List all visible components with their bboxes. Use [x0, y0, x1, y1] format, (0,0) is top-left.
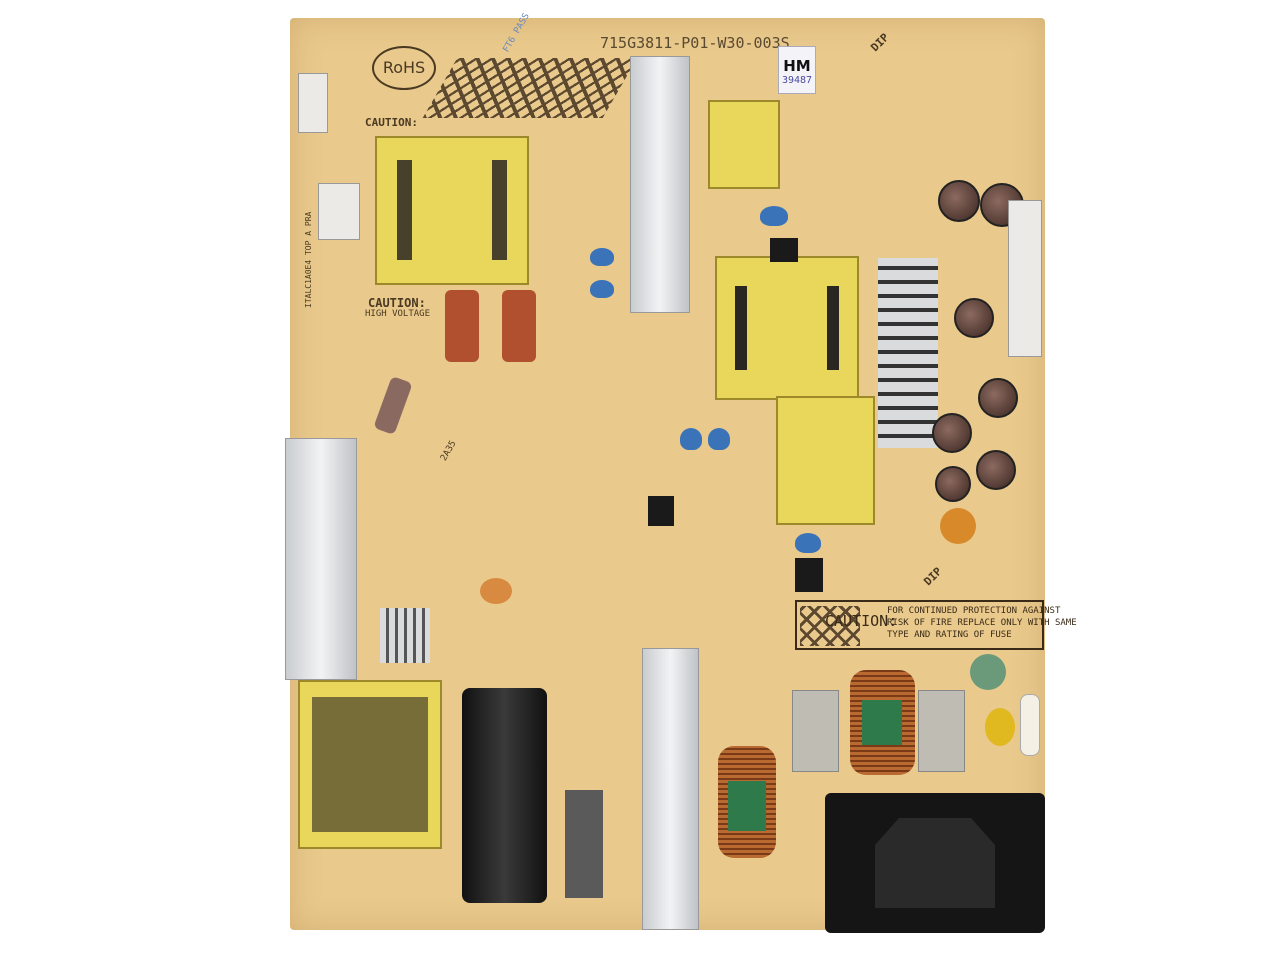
heatsink	[630, 56, 690, 313]
ceramic-capacitor	[680, 428, 702, 450]
dip-mark: DIP	[921, 564, 945, 589]
capacitor	[976, 450, 1016, 490]
cn803-connector	[298, 73, 328, 133]
fuse-caution-line: TYPE AND RATING OF FUSE	[887, 630, 1012, 640]
rohs-mark: RoHS	[372, 46, 436, 90]
y-capacitor	[985, 708, 1015, 746]
x-capacitor	[445, 290, 479, 362]
x-capacitor	[502, 290, 536, 362]
heatsink	[878, 258, 938, 448]
ground-hatch	[422, 58, 638, 118]
ceramic-capacitor	[708, 428, 730, 450]
cn801-connector	[318, 183, 360, 240]
capacitor	[932, 413, 972, 453]
pass-stamp: FT6 PASS	[501, 11, 532, 55]
fuse-caution-box: CAUTION: FOR CONTINUED PROTECTION AGAINS…	[795, 600, 1077, 650]
common-mode-choke	[850, 670, 915, 775]
capacitor	[978, 378, 1018, 418]
part-number: 715G3811-P01-W30-003S	[600, 34, 790, 52]
fuse-caution-line: RISK OF FIRE REPLACE ONLY WITH SAME	[887, 618, 1077, 628]
label-number: 39487	[781, 75, 813, 86]
x-capacitor	[565, 790, 603, 898]
ceramic-capacitor	[760, 206, 788, 226]
transformer	[708, 100, 780, 189]
capacitor	[935, 466, 971, 502]
output-connector	[1008, 200, 1042, 357]
ceramic-capacitor	[795, 533, 821, 553]
capacitor	[938, 180, 980, 222]
transformer	[298, 680, 442, 849]
ceramic-capacitor	[590, 280, 614, 298]
capacitor	[954, 298, 994, 338]
ceramic-capacitor	[480, 578, 512, 604]
dip-mark: DIP	[868, 30, 892, 55]
fuse-caution-title: CAUTION:	[825, 612, 898, 630]
capacitor	[373, 375, 413, 436]
caution-top-title: CAUTION:	[365, 116, 418, 129]
transformer	[776, 396, 875, 525]
caution-mid-text: HIGH VOLTAGE	[365, 309, 431, 319]
ceramic-capacitor	[590, 248, 614, 266]
ac-inlet	[825, 793, 1045, 933]
heatsink	[380, 608, 430, 663]
heatsink	[285, 438, 357, 680]
capacitor	[980, 183, 1024, 227]
ground-hatch	[800, 606, 860, 646]
fuse	[1020, 694, 1040, 756]
transformer	[715, 256, 859, 400]
transformer	[375, 136, 529, 285]
common-mode-choke	[718, 746, 776, 858]
ic-chip	[770, 238, 798, 262]
varistor	[970, 654, 1006, 690]
hm-label: HM 39487	[778, 46, 816, 94]
fuse-caution-line: FOR CONTINUED PROTECTION AGAINST	[887, 606, 1061, 616]
x-capacitor	[918, 690, 965, 772]
side-label: ITALC1A0E4 TOP A PRA	[304, 211, 313, 308]
label-code: HM	[783, 57, 811, 75]
x-capacitor	[792, 690, 839, 772]
heatsink	[642, 648, 699, 930]
bulk-capacitor	[462, 688, 547, 903]
pcb-board: RoHS FT6 PASS 715G3811-P01-W30-003S HM 3…	[285, 12, 1077, 933]
caution-mid-title: CAUTION:	[368, 296, 426, 310]
capacitor	[940, 508, 976, 544]
marking: 2A35	[439, 439, 459, 463]
ic-chip	[648, 496, 674, 526]
ic-chip	[795, 558, 823, 592]
